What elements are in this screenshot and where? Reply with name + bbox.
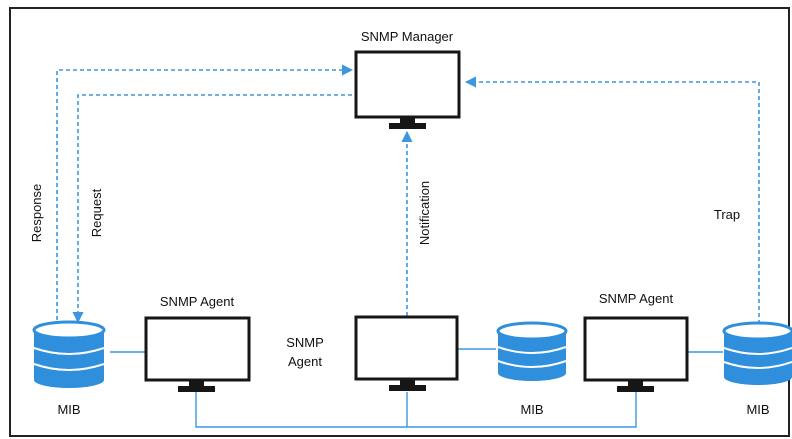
mib-center-database-icon xyxy=(496,321,568,381)
connector-agents-bus xyxy=(195,392,637,428)
mib-left-label: MIB xyxy=(57,402,80,417)
agent-left-monitor-icon xyxy=(144,316,251,392)
trap-label: Trap xyxy=(714,207,740,222)
response-label: Response xyxy=(29,184,44,243)
agent-center-label-line1: SNMP xyxy=(286,335,324,350)
request-arrow xyxy=(72,94,352,324)
notification-label: Notification xyxy=(417,181,432,245)
agent-left-label: SNMP Agent xyxy=(160,294,235,309)
diagram-frame xyxy=(9,7,790,437)
agent-center-label-line2: Agent xyxy=(288,354,322,369)
mib-left-database-icon xyxy=(32,320,106,388)
agent-right-label: SNMP Agent xyxy=(599,291,674,306)
manager-label: SNMP Manager xyxy=(361,29,454,44)
mib-center-label: MIB xyxy=(520,402,543,417)
agent-center-monitor-icon xyxy=(354,315,459,391)
manager-monitor-icon xyxy=(354,50,461,129)
trap-arrow xyxy=(464,76,760,324)
mib-right-database-icon xyxy=(722,321,792,385)
mib-right-label: MIB xyxy=(746,402,769,417)
agent-right-monitor-icon xyxy=(583,316,689,392)
request-label: Request xyxy=(89,188,104,237)
